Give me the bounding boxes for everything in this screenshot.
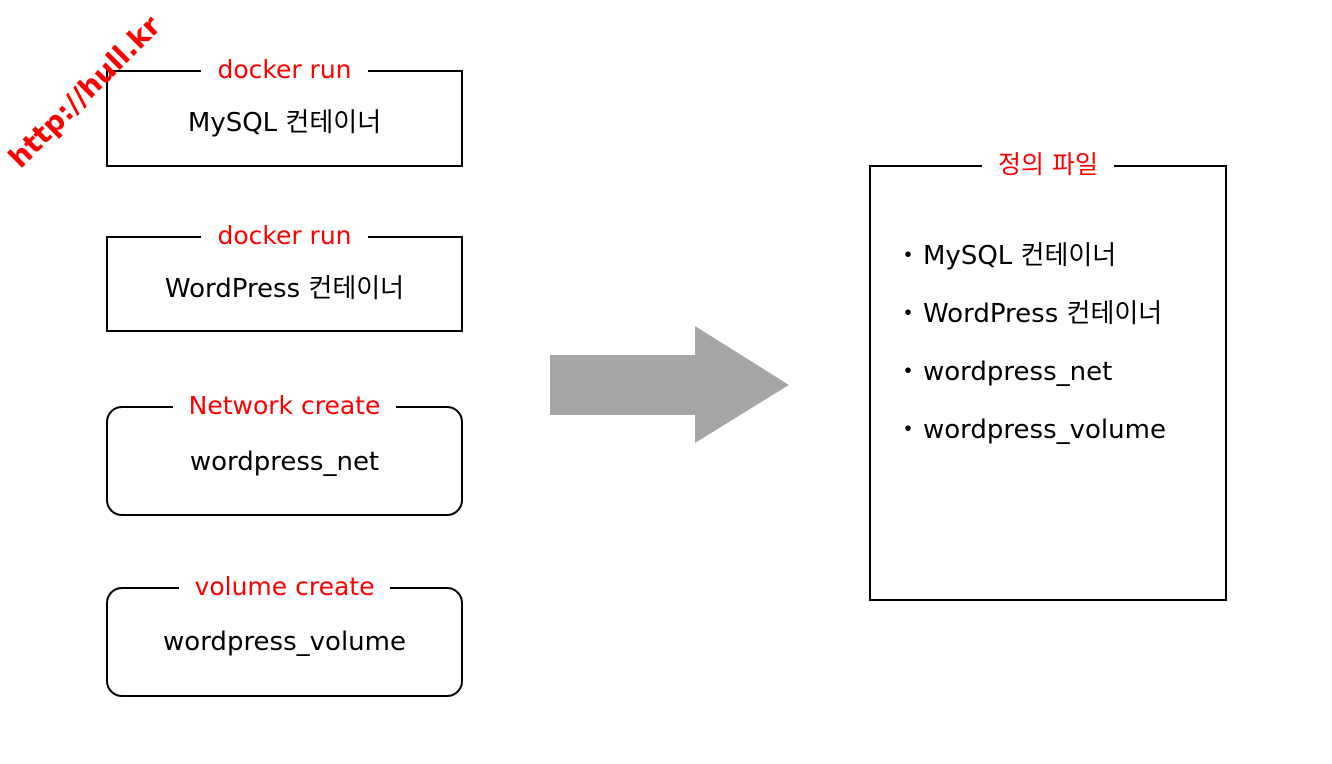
box-content: MySQL 컨테이너: [187, 108, 382, 138]
right-arrow-icon: [550, 326, 789, 443]
box-content: wordpress_volume: [163, 627, 406, 657]
box-label: 정의 파일: [982, 150, 1114, 179]
box-content: WordPress 컨테이너: [164, 274, 405, 304]
box-label: volume create: [178, 572, 391, 601]
box-content: wordpress_net: [189, 447, 380, 477]
definition-list: ・MySQL 컨테이너 ・WordPress 컨테이너 ・wordpress_n…: [893, 227, 1166, 459]
list-item: ・WordPress 컨테이너: [894, 299, 1163, 329]
box-label: docker run: [201, 221, 368, 250]
list-item: ・wordpress_volume: [894, 415, 1166, 445]
box-label: Network create: [172, 391, 397, 420]
list-item: ・wordpress_net: [894, 357, 1113, 387]
mysql-container-box: docker run MySQL 컨테이너: [106, 55, 463, 167]
box-label: docker run: [201, 55, 368, 84]
definition-file-box: 정의 파일 ・MySQL 컨테이너 ・WordPress 컨테이너 ・wordp…: [869, 150, 1227, 601]
wordpress-container-box: docker run WordPress 컨테이너: [106, 221, 463, 332]
list-item: ・MySQL 컨테이너: [894, 241, 1117, 271]
volume-box: volume create wordpress_volume: [106, 572, 463, 697]
network-box: Network create wordpress_net: [106, 391, 463, 516]
